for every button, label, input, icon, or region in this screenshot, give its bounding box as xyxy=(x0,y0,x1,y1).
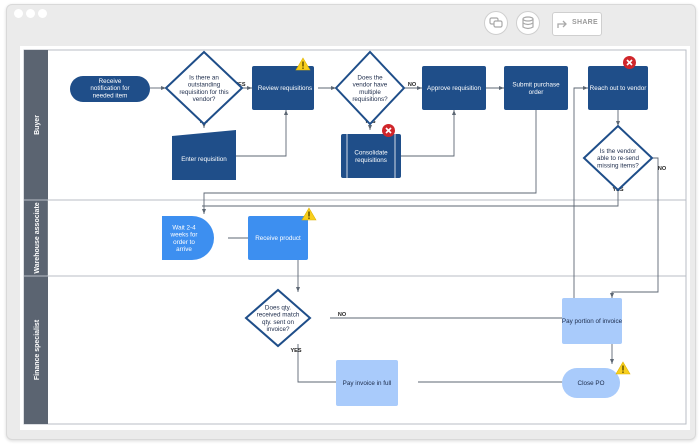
label-line: Is there an xyxy=(189,74,219,81)
share-icon xyxy=(557,20,567,28)
wait-for-order-node[interactable] xyxy=(162,216,214,260)
diagram-canvas: Buyer Warehouse associate Finance specia… xyxy=(20,46,690,430)
database-icon[interactable] xyxy=(516,11,540,35)
consolidate-requisitions-node[interactable] xyxy=(341,134,401,178)
label-line: Submit purchase xyxy=(512,82,560,89)
label-line: Receive xyxy=(99,78,122,85)
label-line: requisitions? xyxy=(352,96,388,103)
comment-icon[interactable] xyxy=(484,11,508,35)
submit-purchase-order-node[interactable] xyxy=(504,66,568,110)
pay-full-node[interactable] xyxy=(336,360,398,406)
label-line: notification for xyxy=(90,85,129,92)
label-line: Close PO xyxy=(578,380,605,387)
connector xyxy=(236,110,287,157)
label-line: received match xyxy=(257,312,300,319)
warning-icon xyxy=(615,361,631,375)
label-line: Is the vendor xyxy=(600,148,636,155)
label-line: Reach out to vendor xyxy=(590,85,647,92)
window-dot-icon[interactable] xyxy=(26,9,35,18)
label-line: Receive product xyxy=(255,235,301,242)
lane-header-buyer xyxy=(24,50,48,200)
label-line: order xyxy=(529,89,544,96)
label-line: vendor? xyxy=(193,96,216,103)
receive-product-label: Receive product xyxy=(255,235,301,242)
label-line: requisitions xyxy=(355,157,387,164)
label-line: arrive xyxy=(176,246,192,253)
connector xyxy=(203,110,537,214)
review-requisitions-label: Review requisitions xyxy=(258,85,312,92)
multiple-requisitions-decision[interactable] xyxy=(334,50,406,126)
connector xyxy=(330,87,588,319)
approve-requisition-label: Approve requisition xyxy=(427,85,481,92)
lane-header-warehouse xyxy=(24,200,48,276)
lane-label-finance: Finance specialist xyxy=(34,319,41,380)
label-line: multiple xyxy=(359,89,381,96)
label-line: invoice? xyxy=(266,326,290,333)
label-line: vendor have xyxy=(353,82,388,89)
label-line: Approve requisition xyxy=(427,85,481,92)
lane-header-finance xyxy=(24,276,48,424)
share-label: SHARE xyxy=(572,19,599,26)
error-icon xyxy=(623,56,636,69)
error-icon xyxy=(382,124,395,137)
approve-requisition-node[interactable] xyxy=(422,66,486,110)
reach-out-vendor-node[interactable] xyxy=(588,66,648,110)
window-dot-icon[interactable] xyxy=(14,9,23,18)
quantity-match-decision[interactable] xyxy=(244,288,312,348)
receive-product-node[interactable] xyxy=(248,216,308,260)
warning-icon xyxy=(301,207,317,221)
label-line: weeks for xyxy=(170,232,198,239)
label-line: Pay invoice in full xyxy=(343,380,392,387)
share-button[interactable] xyxy=(552,12,602,36)
close-po-node[interactable] xyxy=(562,368,620,398)
label-line: qty. sent on xyxy=(262,319,295,326)
label-line: able to re-send xyxy=(597,155,640,162)
lane-label-buyer: Buyer xyxy=(34,115,41,135)
enter-requisition-label: Enter requisition xyxy=(181,156,227,163)
pay-portion-node[interactable] xyxy=(562,298,622,344)
connector xyxy=(297,344,354,383)
label-line: Wait 2-4 xyxy=(172,224,196,231)
label-line: Enter requisition xyxy=(181,156,227,163)
connector-label: NO xyxy=(658,166,667,172)
label-line: requisition for this xyxy=(179,89,228,96)
pay-full-label: Pay invoice in full xyxy=(343,380,392,387)
connector-label: YES xyxy=(290,348,301,354)
connector-label: NO xyxy=(338,312,347,318)
warning-icon xyxy=(295,57,311,71)
label-line: Does the xyxy=(357,74,383,81)
label-line: needed item xyxy=(93,92,128,99)
outstanding-requisition-diamond xyxy=(164,50,244,126)
connector xyxy=(400,110,455,157)
label-line: Does qty. xyxy=(265,304,291,311)
label-line: Consolidate xyxy=(354,150,388,157)
pay-portion-label: Pay portion of invoice xyxy=(562,318,623,325)
label-line: missing items? xyxy=(597,162,639,169)
label-line: Review requisitions xyxy=(258,85,312,92)
lane-label-warehouse: Warehouse associate xyxy=(34,202,41,273)
review-requisitions-node[interactable] xyxy=(252,66,314,110)
enter-requisition-node[interactable] xyxy=(172,130,236,180)
window-dot-icon[interactable] xyxy=(38,9,47,18)
receive-notification-node[interactable] xyxy=(70,76,150,102)
label-line: order to xyxy=(173,239,195,246)
reach-out-vendor-label: Reach out to vendor xyxy=(590,85,647,92)
close-po-label: Close PO xyxy=(578,380,605,387)
vendor-resend-decision[interactable] xyxy=(582,124,654,192)
connector-label: NO xyxy=(408,82,417,88)
label-line: Pay portion of invoice xyxy=(562,318,623,325)
label-line: outstanding xyxy=(188,82,221,89)
